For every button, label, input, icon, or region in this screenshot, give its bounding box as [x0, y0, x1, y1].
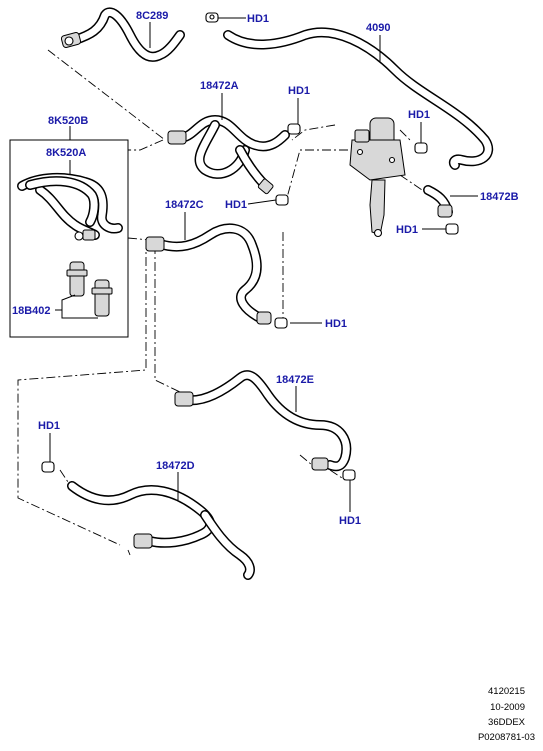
hd1-clip-left[interactable]	[41, 461, 55, 473]
footer-ref-line3: 36DDEX	[488, 717, 526, 728]
hd1-clip-rb[interactable]	[445, 223, 459, 235]
hose-8c289[interactable]	[60, 7, 185, 62]
label-8k520a[interactable]: 8K520A	[46, 147, 86, 159]
clip-icon	[74, 231, 84, 241]
hd1-clip-mid[interactable]	[275, 194, 289, 206]
leader-lines	[49, 17, 478, 512]
footer-ref-line1: 4120215	[488, 686, 525, 697]
label-hd1-mid[interactable]: HD1	[225, 199, 247, 211]
hd1-clip-e[interactable]	[342, 469, 356, 481]
inset-box	[9, 139, 129, 338]
label-hd1-rb[interactable]: HD1	[396, 224, 418, 236]
hose-end	[311, 457, 329, 471]
label-hd1-left[interactable]: HD1	[38, 420, 60, 432]
label-18472d[interactable]: 18472D	[156, 460, 195, 472]
label-hd1-top[interactable]: HD1	[247, 13, 269, 25]
label-18472e[interactable]: 18472E	[276, 374, 314, 386]
hose-18472c[interactable]	[145, 223, 272, 325]
quick-connector	[174, 391, 194, 407]
label-hd1-e[interactable]: HD1	[339, 515, 361, 527]
label-hd1-c[interactable]: HD1	[325, 318, 347, 330]
quick-connector	[145, 236, 165, 252]
quick-connector	[133, 533, 153, 549]
label-hd1-a[interactable]: HD1	[288, 85, 310, 97]
hose-end	[437, 204, 453, 218]
label-4090[interactable]: 4090	[366, 22, 390, 34]
hose-end	[256, 311, 272, 325]
hose-18472a[interactable]	[167, 115, 290, 195]
label-18472c[interactable]: 18472C	[165, 199, 204, 211]
coolant-valve-assembly[interactable]	[349, 117, 406, 238]
label-8k520b[interactable]: 8K520B	[48, 115, 88, 127]
quick-connector	[167, 130, 187, 145]
hd1-clip-top[interactable]	[205, 12, 219, 23]
label-8c289[interactable]: 8C289	[136, 10, 168, 22]
connector-18b402[interactable]	[66, 261, 113, 317]
hose-18472d[interactable]	[67, 481, 255, 580]
label-hd1-r[interactable]: HD1	[408, 109, 430, 121]
label-18472a[interactable]: 18472A	[200, 80, 239, 92]
hd1-clip-r[interactable]	[414, 142, 428, 154]
hose-4090[interactable]	[223, 27, 494, 170]
footer-ref-line4: P0208781-03	[478, 732, 535, 743]
hose-8k520b[interactable]	[25, 176, 100, 241]
hd1-clip-c[interactable]	[274, 317, 288, 329]
label-18b402[interactable]: 18B402	[12, 305, 51, 317]
hose-18472e[interactable]	[174, 370, 352, 472]
footer-ref-line2: 10-2009	[490, 702, 525, 713]
hose-end	[82, 229, 96, 241]
clip-icon	[64, 36, 74, 46]
hose-end	[257, 178, 274, 195]
hose-18472b[interactable]	[423, 185, 453, 218]
label-18472b[interactable]: 18472B	[480, 191, 519, 203]
hd1-clip-a[interactable]	[287, 123, 301, 135]
